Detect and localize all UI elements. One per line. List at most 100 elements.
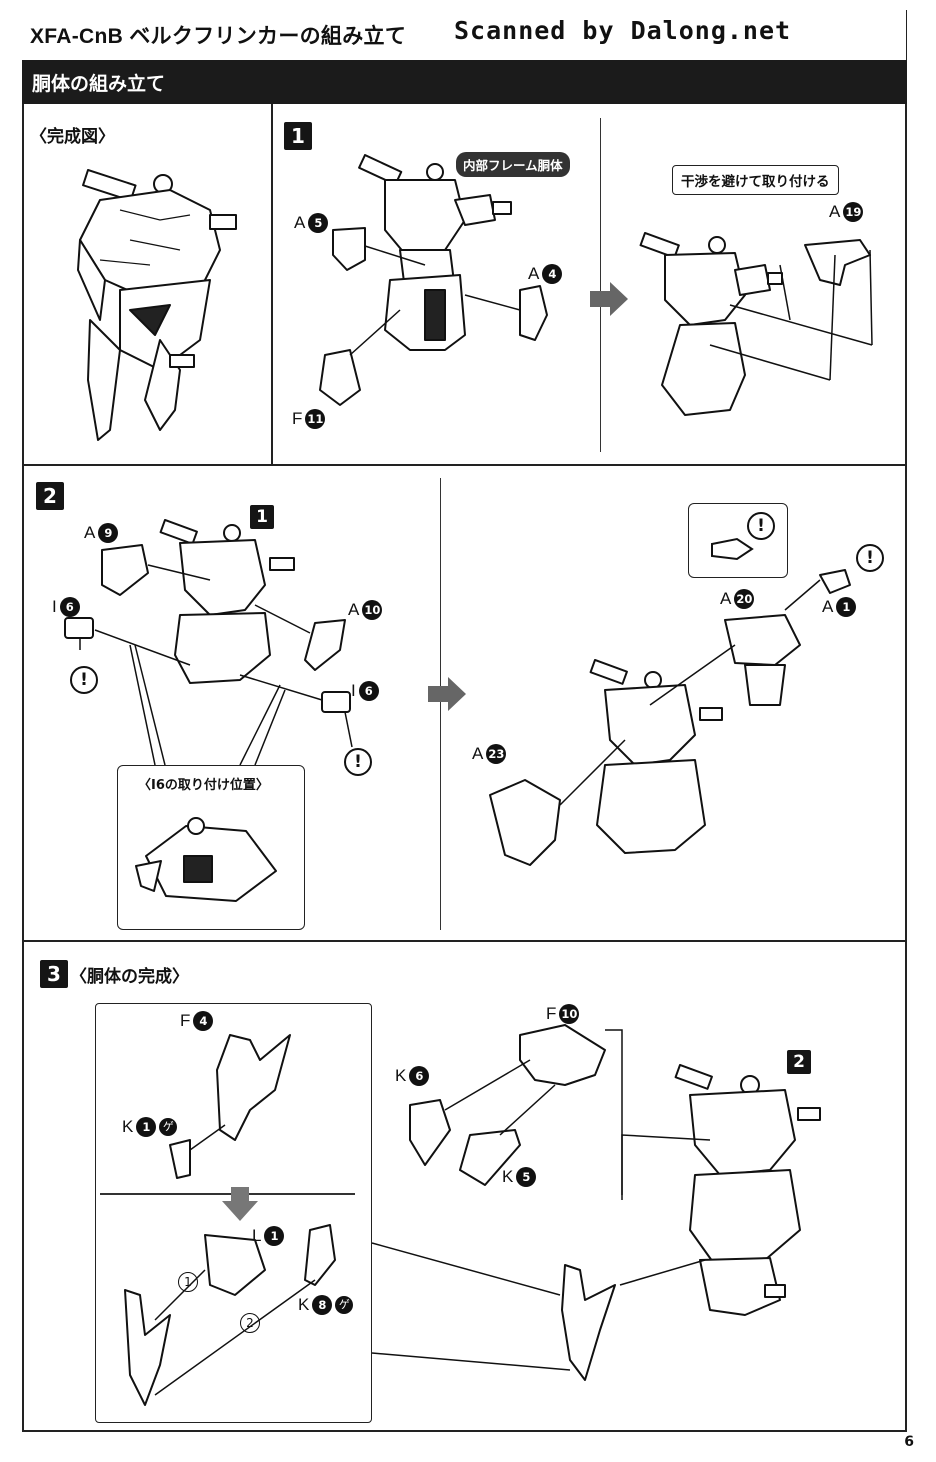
gate-icon: ゲ [335,1296,354,1314]
subassembly-box [95,1003,372,1423]
part-k5-label: K 5 [502,1167,537,1187]
k1-f4-illustration [169,1034,291,1179]
step-2-badge: 2 [36,482,64,510]
part-number: 23 [486,744,507,764]
part-number: 9 [98,523,119,543]
part-number: 8 [312,1295,333,1315]
step-3-label: 〈胴体の完成〉 [70,967,189,987]
step3-final-illustration [371,1064,821,1381]
i6-position-illustration [135,817,277,902]
part-letter: K [502,1167,514,1186]
part-letter: K [395,1066,407,1085]
step2-arrow-icon [428,677,466,711]
part-letter: A [822,597,834,616]
part-number: 19 [843,202,864,222]
part-f4-label: F 4 [180,1011,214,1031]
part-a5-label: A 5 [294,213,329,233]
part-letter: A [294,213,306,232]
order-2-marker: 2 [240,1313,260,1333]
part-i6-right-label: I 6 [351,681,379,701]
part-number: 6 [409,1066,430,1086]
part-letter: A [348,600,360,619]
part-number: 5 [516,1167,537,1187]
part-number: 11 [305,409,326,429]
part-number: 1 [836,597,857,617]
part-number: 6 [358,681,379,701]
part-letter: I [52,597,57,616]
part-f10-label: F 10 [546,1004,580,1024]
step2-left-illustration [64,519,353,748]
part-a19-label: A 19 [829,202,864,222]
col-divider-complete [271,104,273,464]
step2-right-illustration [489,569,851,866]
f10-k6-k5-illustration [409,1024,623,1195]
document-title: XFA-CnB ベルクフリンカーの組み立て [30,25,407,48]
inner-frame-tag: 内部フレーム胴体 [456,152,570,177]
col-divider-step2 [440,478,441,930]
part-letter: K [298,1295,310,1314]
part-letter: F [180,1011,191,1030]
part-number: 10 [362,600,383,620]
section-bar: 胴体の組み立て [22,60,907,104]
part-number: 1 [264,1226,285,1246]
part-a23-label: A 23 [472,744,507,764]
part-f11-label: F 11 [292,409,326,429]
a1-detail-illustration [711,537,754,561]
a1-detail-callout: ! [688,503,788,578]
gate-icon: ゲ [159,1118,178,1136]
col-divider-step1 [600,118,601,452]
part-i6-left-label: I 6 [52,597,80,617]
part-number: 10 [559,1004,580,1024]
step-1-badge: 1 [284,122,312,150]
part-number: 4 [542,264,563,284]
part-letter: K [122,1117,134,1136]
part-number: 5 [308,213,329,233]
part-a4-label: A 4 [528,264,563,284]
callout-lines [129,644,286,766]
part-number: 6 [59,597,80,617]
avoid-interference-note: 干渉を避けて取り付ける [672,165,839,195]
part-number: 20 [734,589,755,609]
step-3-badge: 3 [40,960,68,988]
warning-icon-left: ! [70,666,98,694]
scan-credit: Scanned by Dalong.net [454,16,792,45]
part-k1-label: K 1 ゲ [122,1117,178,1137]
step-3-ref-badge: 2 [787,1050,811,1074]
part-l1-label: L 1 [252,1226,285,1246]
step1-inner-frame-illustration [319,153,548,406]
warning-icon-a1: ! [856,544,884,572]
order-1-marker: 1 [178,1272,198,1292]
part-a10-label: A 10 [348,600,383,620]
i6-position-callout: 〈I6の取り付け位置〉 [117,765,305,930]
part-letter: I [351,681,356,700]
part-number: 1 [136,1117,157,1137]
down-arrow-icon [222,1187,258,1221]
step-2-ref-badge: 1 [250,505,274,529]
part-letter: F [292,409,303,428]
step1-result-illustration [639,231,873,416]
page-number: 6 [904,1434,914,1450]
part-letter: A [84,523,96,542]
part-letter: A [528,264,540,283]
part-letter: F [546,1004,557,1023]
l1-k8-illustration [124,1224,336,1406]
part-letter: A [829,202,841,221]
part-number: 4 [193,1011,214,1031]
i6-position-label: 〈I6の取り付け位置〉 [138,778,269,793]
part-a1-label: A 1 [822,597,857,617]
part-k8-label: K 8 ゲ [298,1295,354,1315]
warning-icon-right: ! [344,748,372,776]
warning-icon: ! [747,512,775,540]
part-letter: A [472,744,484,763]
part-letter: A [720,589,732,608]
row-divider-2 [22,940,907,942]
instructions-frame [22,104,907,1432]
subassembly-divider [100,1193,355,1195]
top-right-rule [906,10,907,62]
complete-torso-illustration [77,169,237,441]
step1-arrow-icon [590,282,628,316]
section-title: 胴体の組み立て [32,73,166,95]
part-letter: L [252,1226,262,1245]
part-k6-label: K 6 [395,1066,430,1086]
part-a20-label: A 20 [720,589,755,609]
